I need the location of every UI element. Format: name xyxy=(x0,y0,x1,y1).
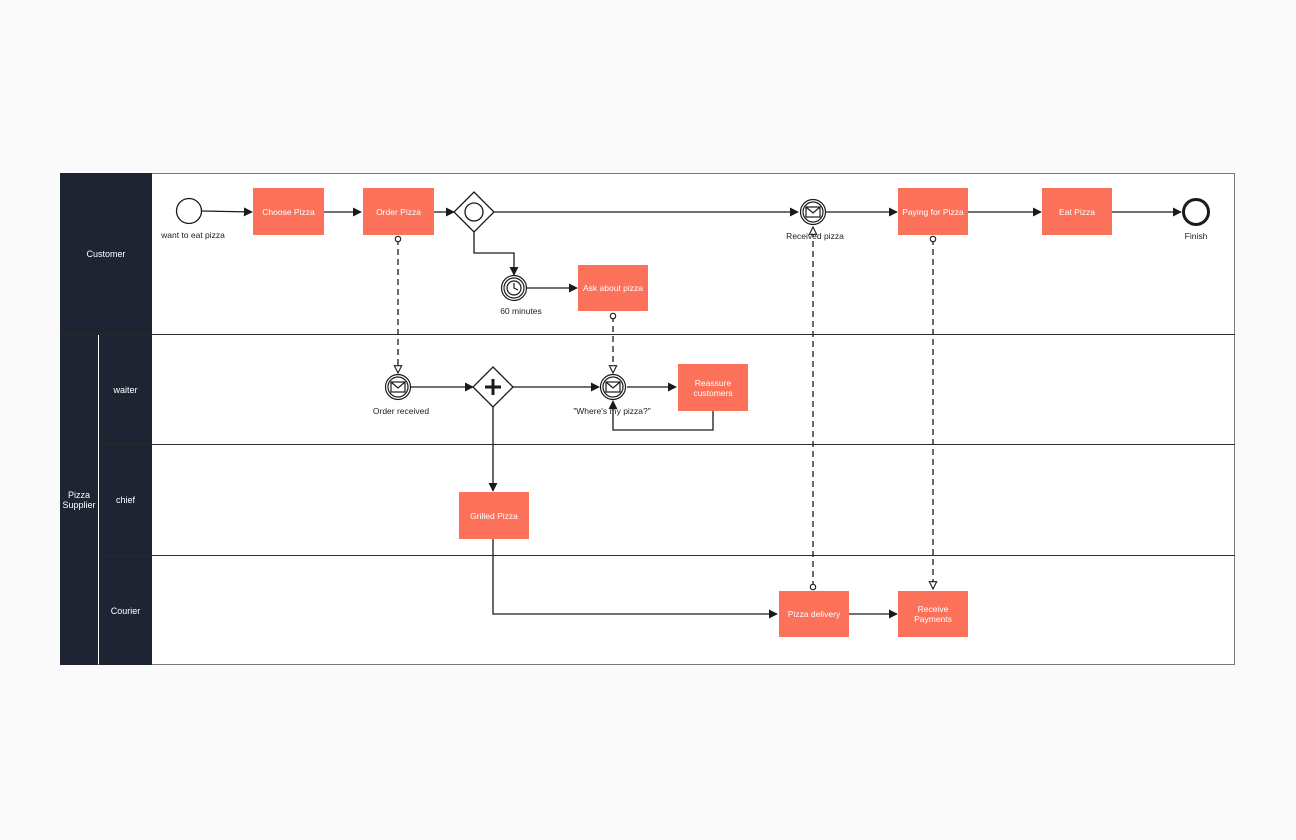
timer-label: 60 minutes xyxy=(500,306,542,316)
lane-separator xyxy=(60,334,1235,335)
pool-header-customer: Customer xyxy=(60,173,152,335)
order-received-message-event xyxy=(384,373,412,401)
lane-separator xyxy=(99,555,1235,556)
task-pizza-delivery[interactable]: Pizza delivery xyxy=(779,591,849,637)
start-event xyxy=(175,197,203,225)
flow-gateway-to-timer xyxy=(473,231,519,276)
diagram-pool-frame xyxy=(60,173,1235,665)
parallel-gateway xyxy=(472,366,514,408)
lane-header-chief: chief xyxy=(99,445,152,555)
lane-header-waiter: waiter xyxy=(99,335,152,445)
where-is-pizza-label: "Where's my pizza?" xyxy=(573,406,651,416)
flow-grilled-to-delivery xyxy=(492,539,778,619)
where-is-pizza-message-event xyxy=(599,373,627,401)
event-gateway xyxy=(453,191,495,233)
task-choose-pizza[interactable]: Choose Pizza xyxy=(253,188,324,235)
timer-event xyxy=(500,274,528,302)
task-order-pizza[interactable]: Order Pizza xyxy=(363,188,434,235)
flow-reassure-loop xyxy=(608,400,714,431)
finish-label: Finish xyxy=(1184,231,1208,241)
received-pizza-label: Received pizza xyxy=(786,231,844,241)
task-grilled-pizza[interactable]: Grilled Pizza xyxy=(459,492,529,539)
task-paying-for-pizza[interactable]: Paying for Pizza xyxy=(898,188,968,235)
flow-start-to-choose xyxy=(201,207,253,217)
task-receive-payments[interactable]: Receive Payments xyxy=(898,591,968,637)
start-event-label: want to eat pizza xyxy=(161,230,225,240)
received-pizza-message-event xyxy=(799,198,827,226)
order-received-label: Order received xyxy=(372,406,430,416)
task-ask-about-pizza[interactable]: Ask about pizza xyxy=(578,265,648,311)
lane-separator xyxy=(99,444,1235,445)
pool-header-pizza-supplier: Pizza Supplier xyxy=(60,335,98,665)
end-event xyxy=(1182,198,1210,226)
task-eat-pizza[interactable]: Eat Pizza xyxy=(1042,188,1112,235)
task-reassure-customers[interactable]: Reassure customers xyxy=(678,364,748,411)
lane-header-courier: Courier xyxy=(99,556,152,665)
